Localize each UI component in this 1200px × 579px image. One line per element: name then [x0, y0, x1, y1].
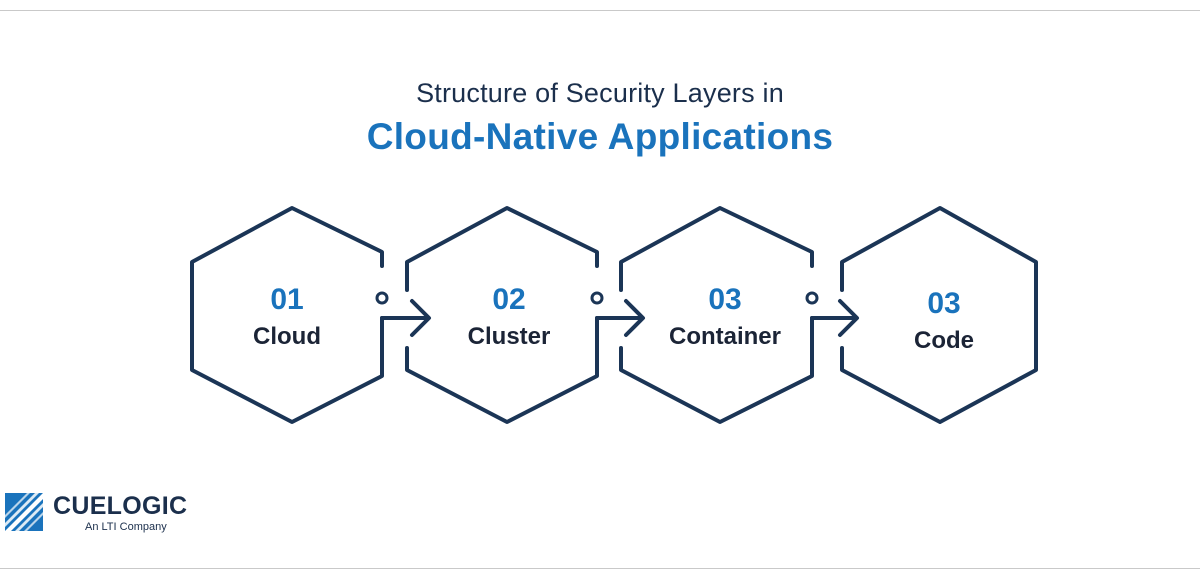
- hexagon-outline: [619, 316, 814, 424]
- layer-label: Container: [669, 323, 781, 350]
- top-divider: [0, 10, 1200, 11]
- layer-code: 03 Code: [840, 206, 1038, 424]
- connector-node: [590, 291, 604, 305]
- layer-label: Cluster: [468, 323, 551, 350]
- layer-number: 03: [708, 283, 741, 316]
- layer-number: 02: [492, 283, 525, 316]
- arrow-1: [380, 299, 431, 337]
- logo-name: CUELOGIC: [53, 492, 188, 520]
- layer-cluster: 02 Cluster: [405, 206, 604, 424]
- layer-number: 01: [270, 283, 303, 316]
- arrow-2: [595, 299, 645, 337]
- title-line-2: Cloud-Native Applications: [366, 116, 834, 157]
- layer-number: 03: [927, 287, 960, 320]
- arrow-3: [810, 299, 859, 337]
- cuelogic-mark-icon: [5, 493, 43, 531]
- title-line-1: Structure of Security Layers in: [416, 78, 784, 108]
- hexagon-outline: [190, 206, 384, 424]
- logo-tagline: An LTI Company: [85, 521, 167, 533]
- connector-node: [375, 291, 389, 305]
- layer-container: 03 Container: [619, 206, 819, 424]
- bottom-divider: [0, 568, 1200, 569]
- layer-label: Code: [914, 327, 974, 354]
- hexagon-outline: [840, 206, 1038, 424]
- company-logo: CUELOGIC An LTI Company: [5, 493, 205, 533]
- layer-cloud: 01 Cloud: [190, 206, 389, 424]
- connector-node: [805, 291, 819, 305]
- layer-label: Cloud: [253, 323, 321, 350]
- hexagon-outline: [405, 316, 599, 424]
